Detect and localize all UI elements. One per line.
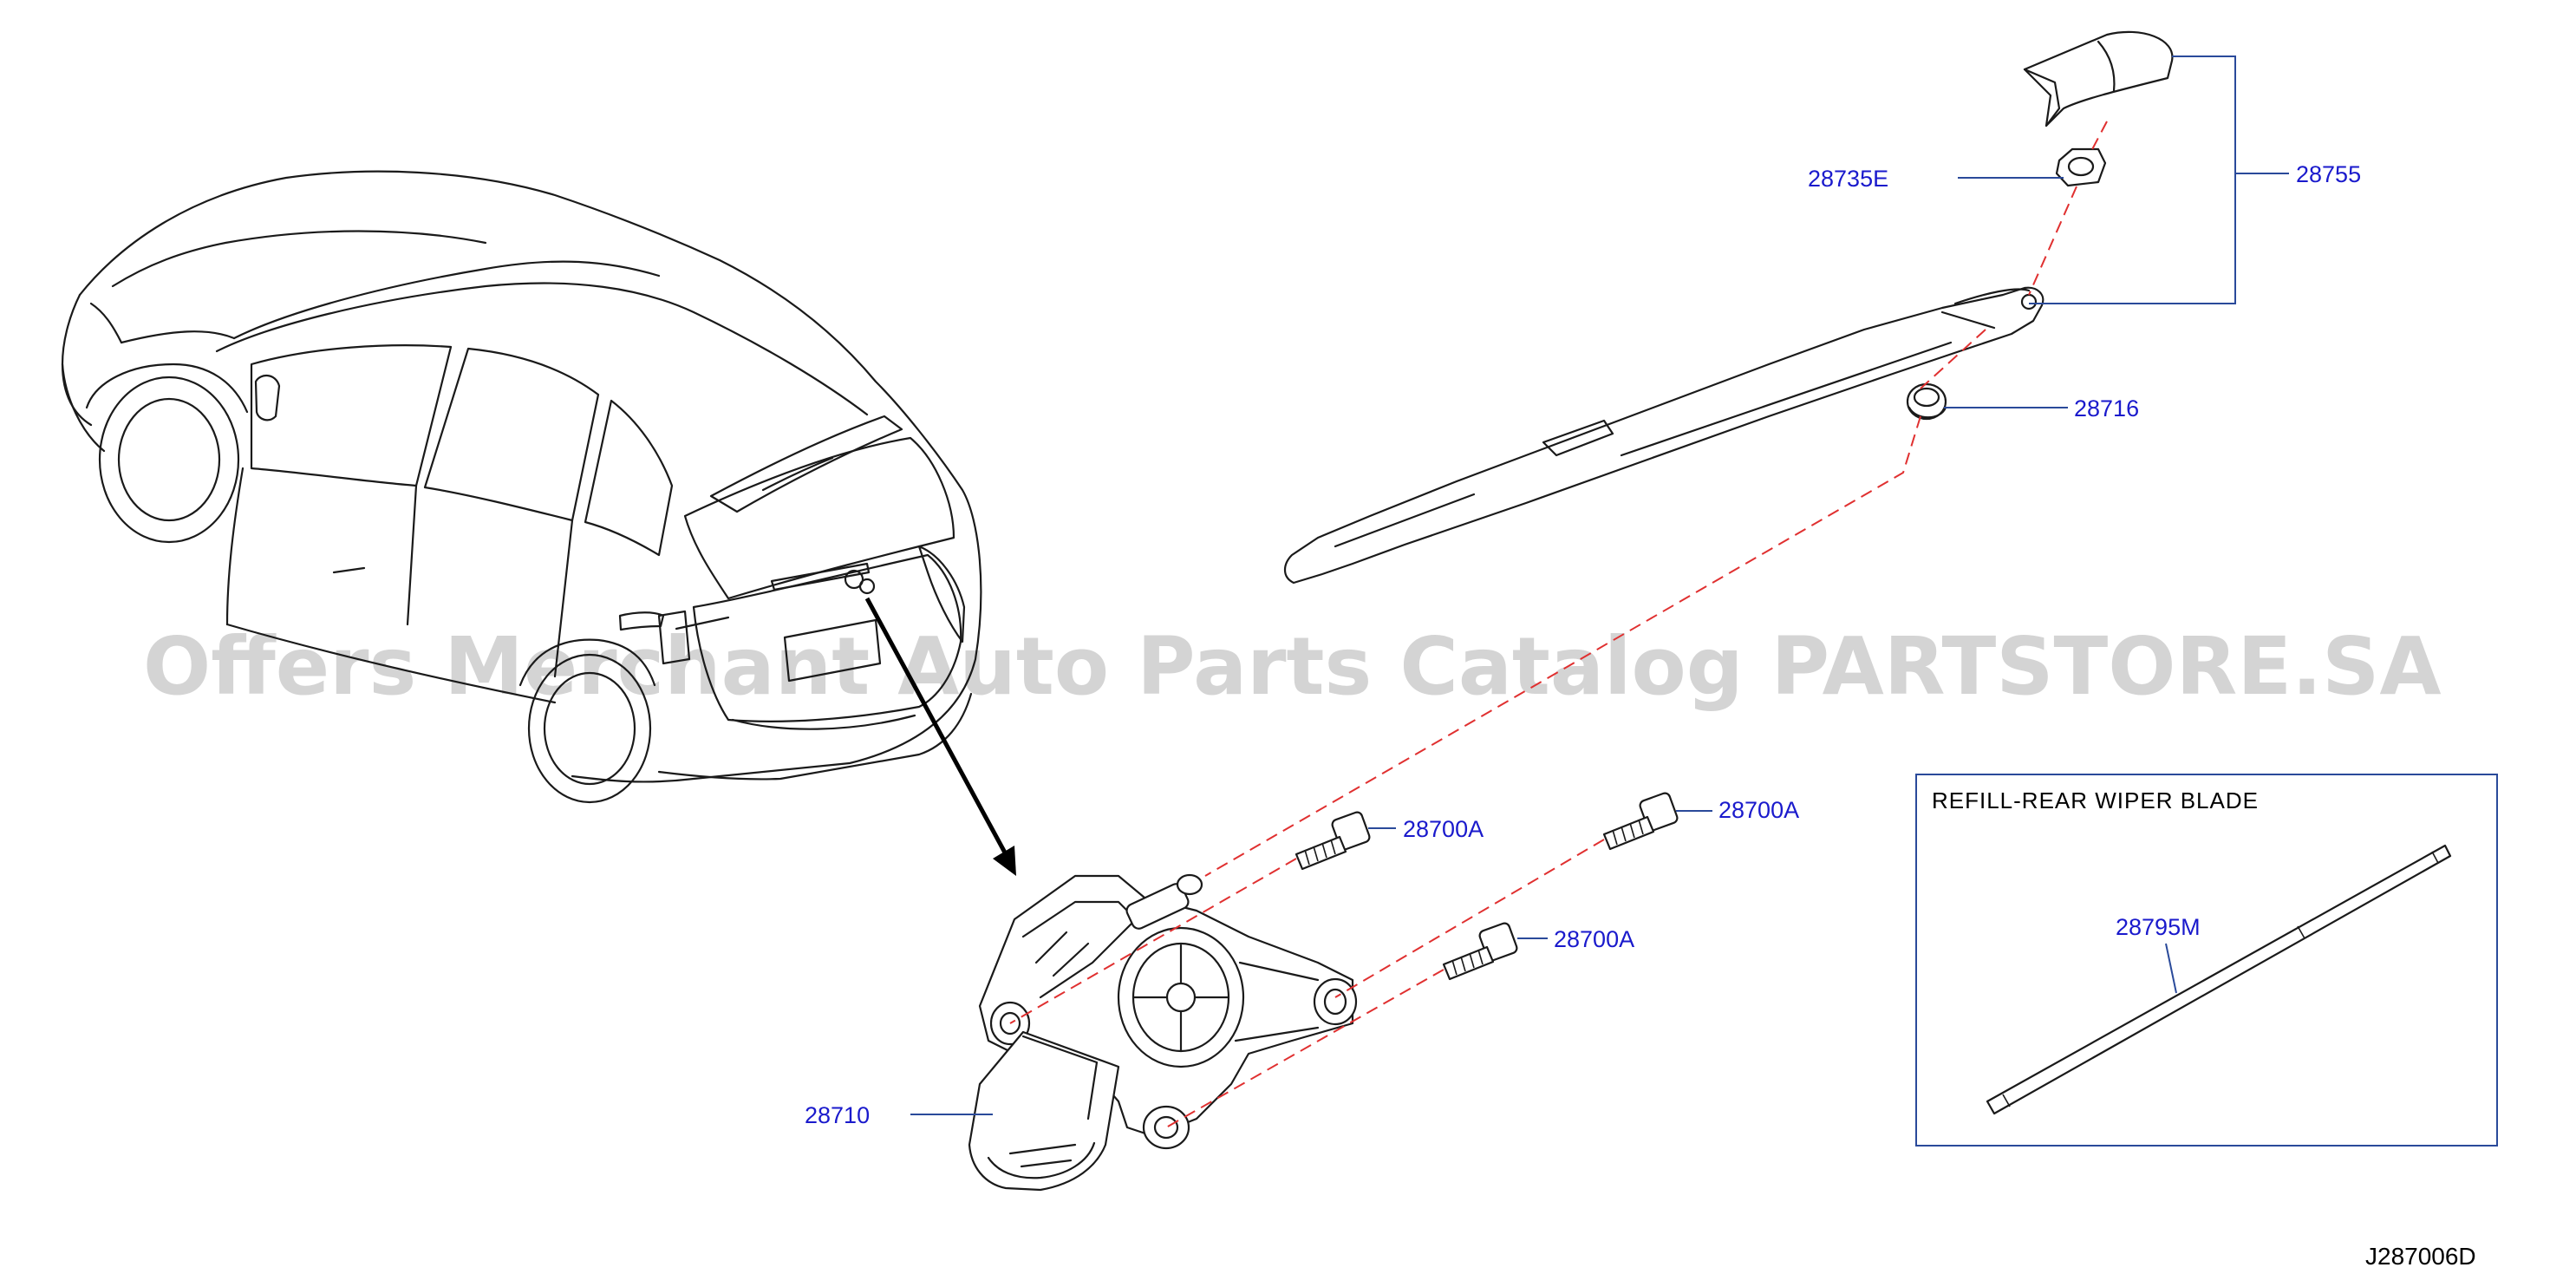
vehicle-illustration <box>61 170 982 804</box>
wiper-arm-illustration <box>1283 286 2044 585</box>
refill-inset-box: REFILL-REAR WIPER BLADE 28795M <box>1915 774 2498 1147</box>
refill-blade-illustration <box>1986 844 2452 1115</box>
part-label-28700A-lower[interactable]: 28700A <box>1554 926 1634 952</box>
refill-box-frame <box>1915 774 2498 1147</box>
grommet-illustration <box>1906 382 1947 421</box>
part-label-28700A-upper-left[interactable]: 28700A <box>1403 816 1484 842</box>
bolt-lower-illustration <box>1442 922 1518 981</box>
part-label-28710[interactable]: 28710 <box>805 1102 870 1128</box>
wiper-motor-illustration <box>968 873 1358 1192</box>
assembly-centerlines <box>1009 121 2108 1128</box>
leader-lines <box>910 56 2289 1115</box>
part-label-28700A-upper-right[interactable]: 28700A <box>1718 797 1799 823</box>
cap-nut-illustration <box>2055 147 2107 187</box>
bolt-upper-right-illustration <box>1602 792 1679 851</box>
watermark-text: Offers Merchant Auto Parts Catalog PARTS… <box>143 620 2442 713</box>
bolt-upper-left-illustration <box>1295 811 1371 871</box>
part-label-28735E[interactable]: 28735E <box>1808 166 1888 192</box>
part-label-28755[interactable]: 28755 <box>2296 161 2361 187</box>
part-labels: 28735E 28755 28716 28700A 28700A 28700A … <box>805 161 2361 1128</box>
diagram-reference-code: J287006D <box>2365 1243 2476 1270</box>
part-label-28795M[interactable]: 28795M <box>2116 914 2201 940</box>
part-label-28716[interactable]: 28716 <box>2074 395 2139 421</box>
location-arrow <box>864 597 1016 876</box>
refill-box-title: REFILL-REAR WIPER BLADE <box>1932 787 2259 813</box>
wiper-arm-cap-illustration <box>2023 30 2174 127</box>
